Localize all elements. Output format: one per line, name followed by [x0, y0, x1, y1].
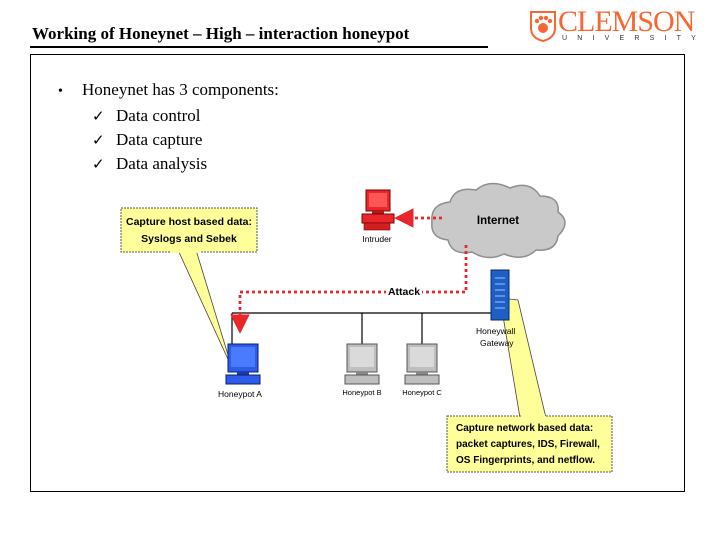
- gateway-label-2: Gateway: [480, 338, 514, 348]
- honeypot-a-computer-icon: Honeypot A: [218, 343, 262, 399]
- check-icon: ✓: [92, 107, 105, 125]
- honeypot-b-label: Honeypot B: [342, 388, 381, 397]
- honeypot-c-computer-icon: Honeypot C: [402, 343, 442, 397]
- tiger-paw-icon: [530, 11, 556, 42]
- attack-label: Attack: [388, 286, 420, 298]
- logo-wordmark: CLEMSON: [558, 5, 695, 38]
- component-label: Data analysis: [116, 154, 208, 173]
- bullet-text: Honeynet has 3 components:: [82, 80, 279, 99]
- bullet-list: • Honeynet has 3 components: ✓ Data cont…: [58, 78, 279, 176]
- clemson-logo: CLEMSON UNIVERSITY: [528, 6, 696, 44]
- gateway-label-1: Honeywall: [476, 326, 515, 336]
- honeypot-c-label: Honeypot C: [402, 388, 442, 397]
- network-callout: Capture network based data: packet captu…: [446, 297, 613, 473]
- honeypot-b-computer-icon: Honeypot B: [342, 343, 382, 397]
- bullet-icon: •: [58, 84, 63, 99]
- honeypot-a-label: Honeypot A: [218, 389, 262, 399]
- attack-label-bg: [386, 285, 422, 298]
- host-callout: Capture host based data: Syslogs and Seb…: [120, 207, 258, 369]
- list-item: ✓ Data control: [92, 104, 279, 128]
- title-divider: [30, 46, 488, 48]
- internet-label: Internet: [477, 215, 519, 227]
- network-callout-line-3: OS Fingerprints, and netflow.: [456, 455, 595, 466]
- network-callout-line-2: packet captures, IDS, Firewall,: [456, 439, 600, 450]
- content-frame: [30, 54, 685, 492]
- attack-path: [230, 245, 468, 334]
- intruder-label: Intruder: [362, 234, 391, 244]
- component-label: Data control: [116, 106, 201, 125]
- list-item: ✓ Data analysis: [92, 152, 279, 176]
- bullet-item: • Honeynet has 3 components:: [58, 78, 279, 104]
- intruder-computer-icon: Intruder: [361, 189, 395, 244]
- component-list: ✓ Data control ✓ Data capture ✓ Data ana…: [58, 104, 279, 176]
- honeywall-gateway-icon: Honeywall Gateway: [476, 269, 515, 348]
- list-item: ✓ Data capture: [92, 128, 279, 152]
- host-callout-line-1: Capture host based data:: [126, 216, 252, 228]
- host-callout-line-2: Syslogs and Sebek: [141, 233, 237, 245]
- component-label: Data capture: [116, 130, 203, 149]
- logo-subtitle: UNIVERSITY: [562, 35, 707, 42]
- network-callout-line-1: Capture network based data:: [456, 423, 593, 434]
- check-icon: ✓: [92, 131, 105, 149]
- internet-cloud-icon: Internet: [431, 182, 566, 259]
- check-icon: ✓: [92, 155, 105, 173]
- page-title: Working of Honeynet – High – interaction…: [32, 24, 410, 43]
